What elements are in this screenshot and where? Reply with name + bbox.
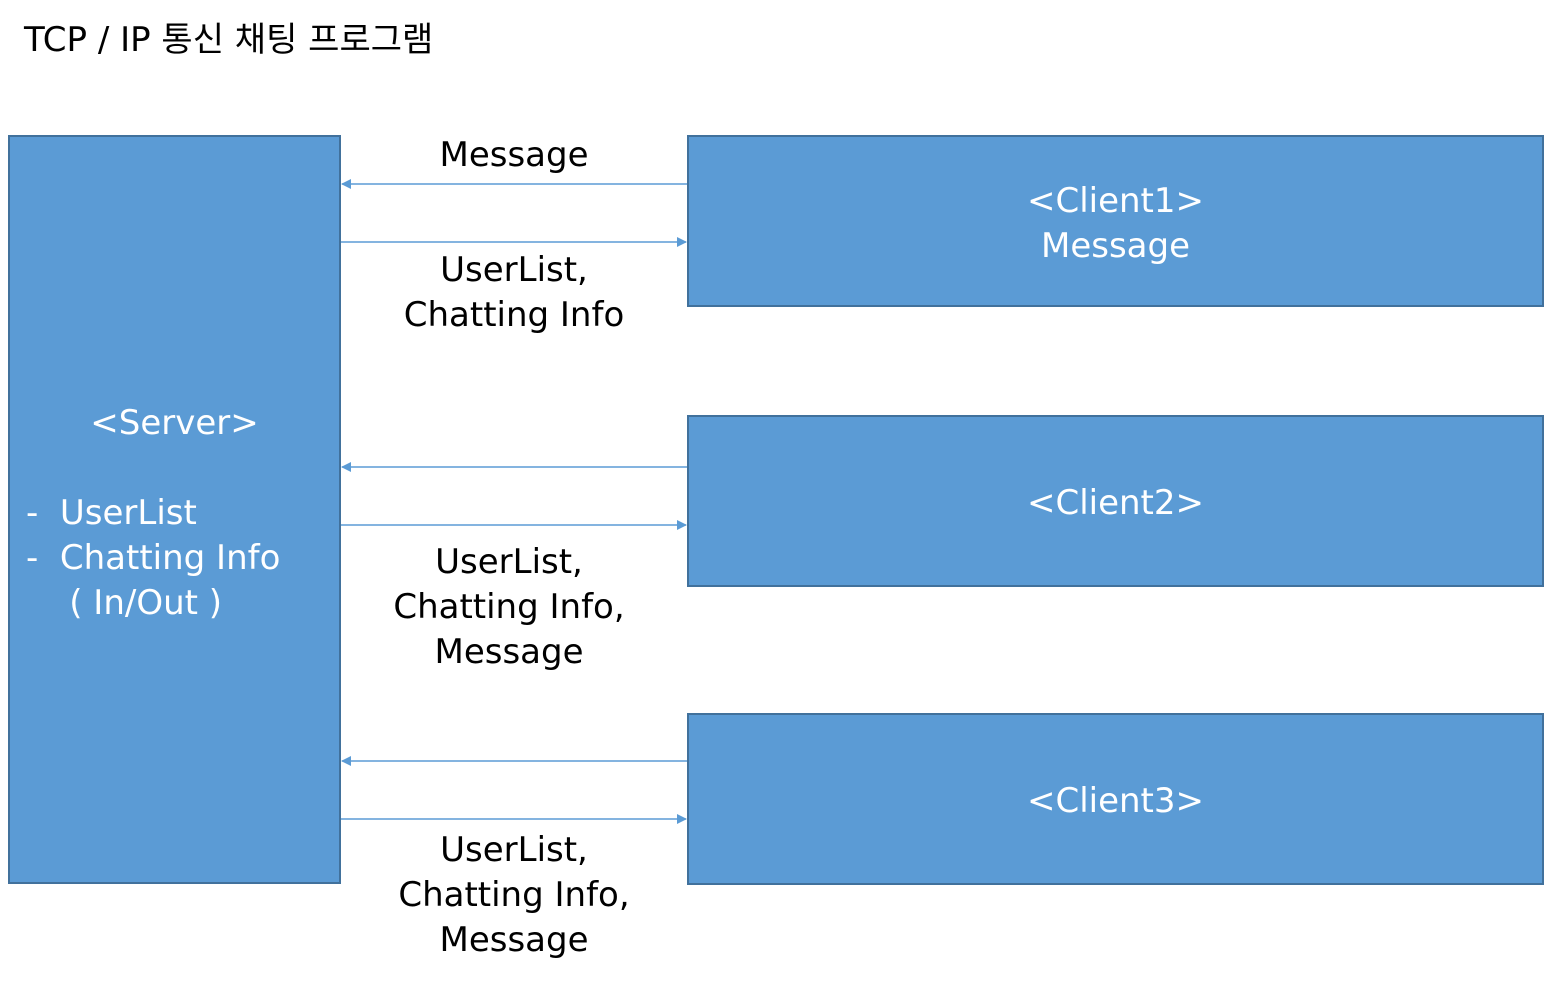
label-server-to-client2: UserList, Chatting Info, Message [359,540,659,675]
label-server-to-client3: UserList, Chatting Info, Message [364,828,664,963]
server-item: ( In/Out ) [26,583,223,623]
server-item: - Chatting Info [26,538,281,578]
label-line: UserList, [435,542,583,582]
client3-title: <Client3> [1026,781,1205,821]
label-client1-to-server: Message [439,135,589,175]
client3-box: <Client3> [687,713,1544,885]
client2-title: <Client2> [1026,483,1205,523]
client1-box: <Client1> Message [687,135,1544,307]
label-line: Chatting Info [403,295,625,335]
client1-title: <Client1> [1026,181,1205,221]
server-box: <Server> - UserList - Chatting Info ( In… [8,135,341,884]
label-line: Chatting Info, [398,875,630,915]
label-line: UserList, [440,250,588,290]
label-line: UserList, [440,830,588,870]
diagram-title: TCP / IP 통신 채팅 프로그램 [24,20,434,60]
label-line: Message [439,920,589,960]
server-item-list: - UserList - Chatting Info ( In/Out ) [26,491,280,626]
client2-box: <Client2> [687,415,1544,587]
server-item: - UserList [26,493,197,533]
label-line: Message [434,632,584,672]
client1-subtitle: Message [1040,226,1190,266]
label-server-to-client1: UserList, Chatting Info [364,248,664,338]
server-title: <Server> [90,403,259,443]
label-line: Chatting Info, [393,587,625,627]
